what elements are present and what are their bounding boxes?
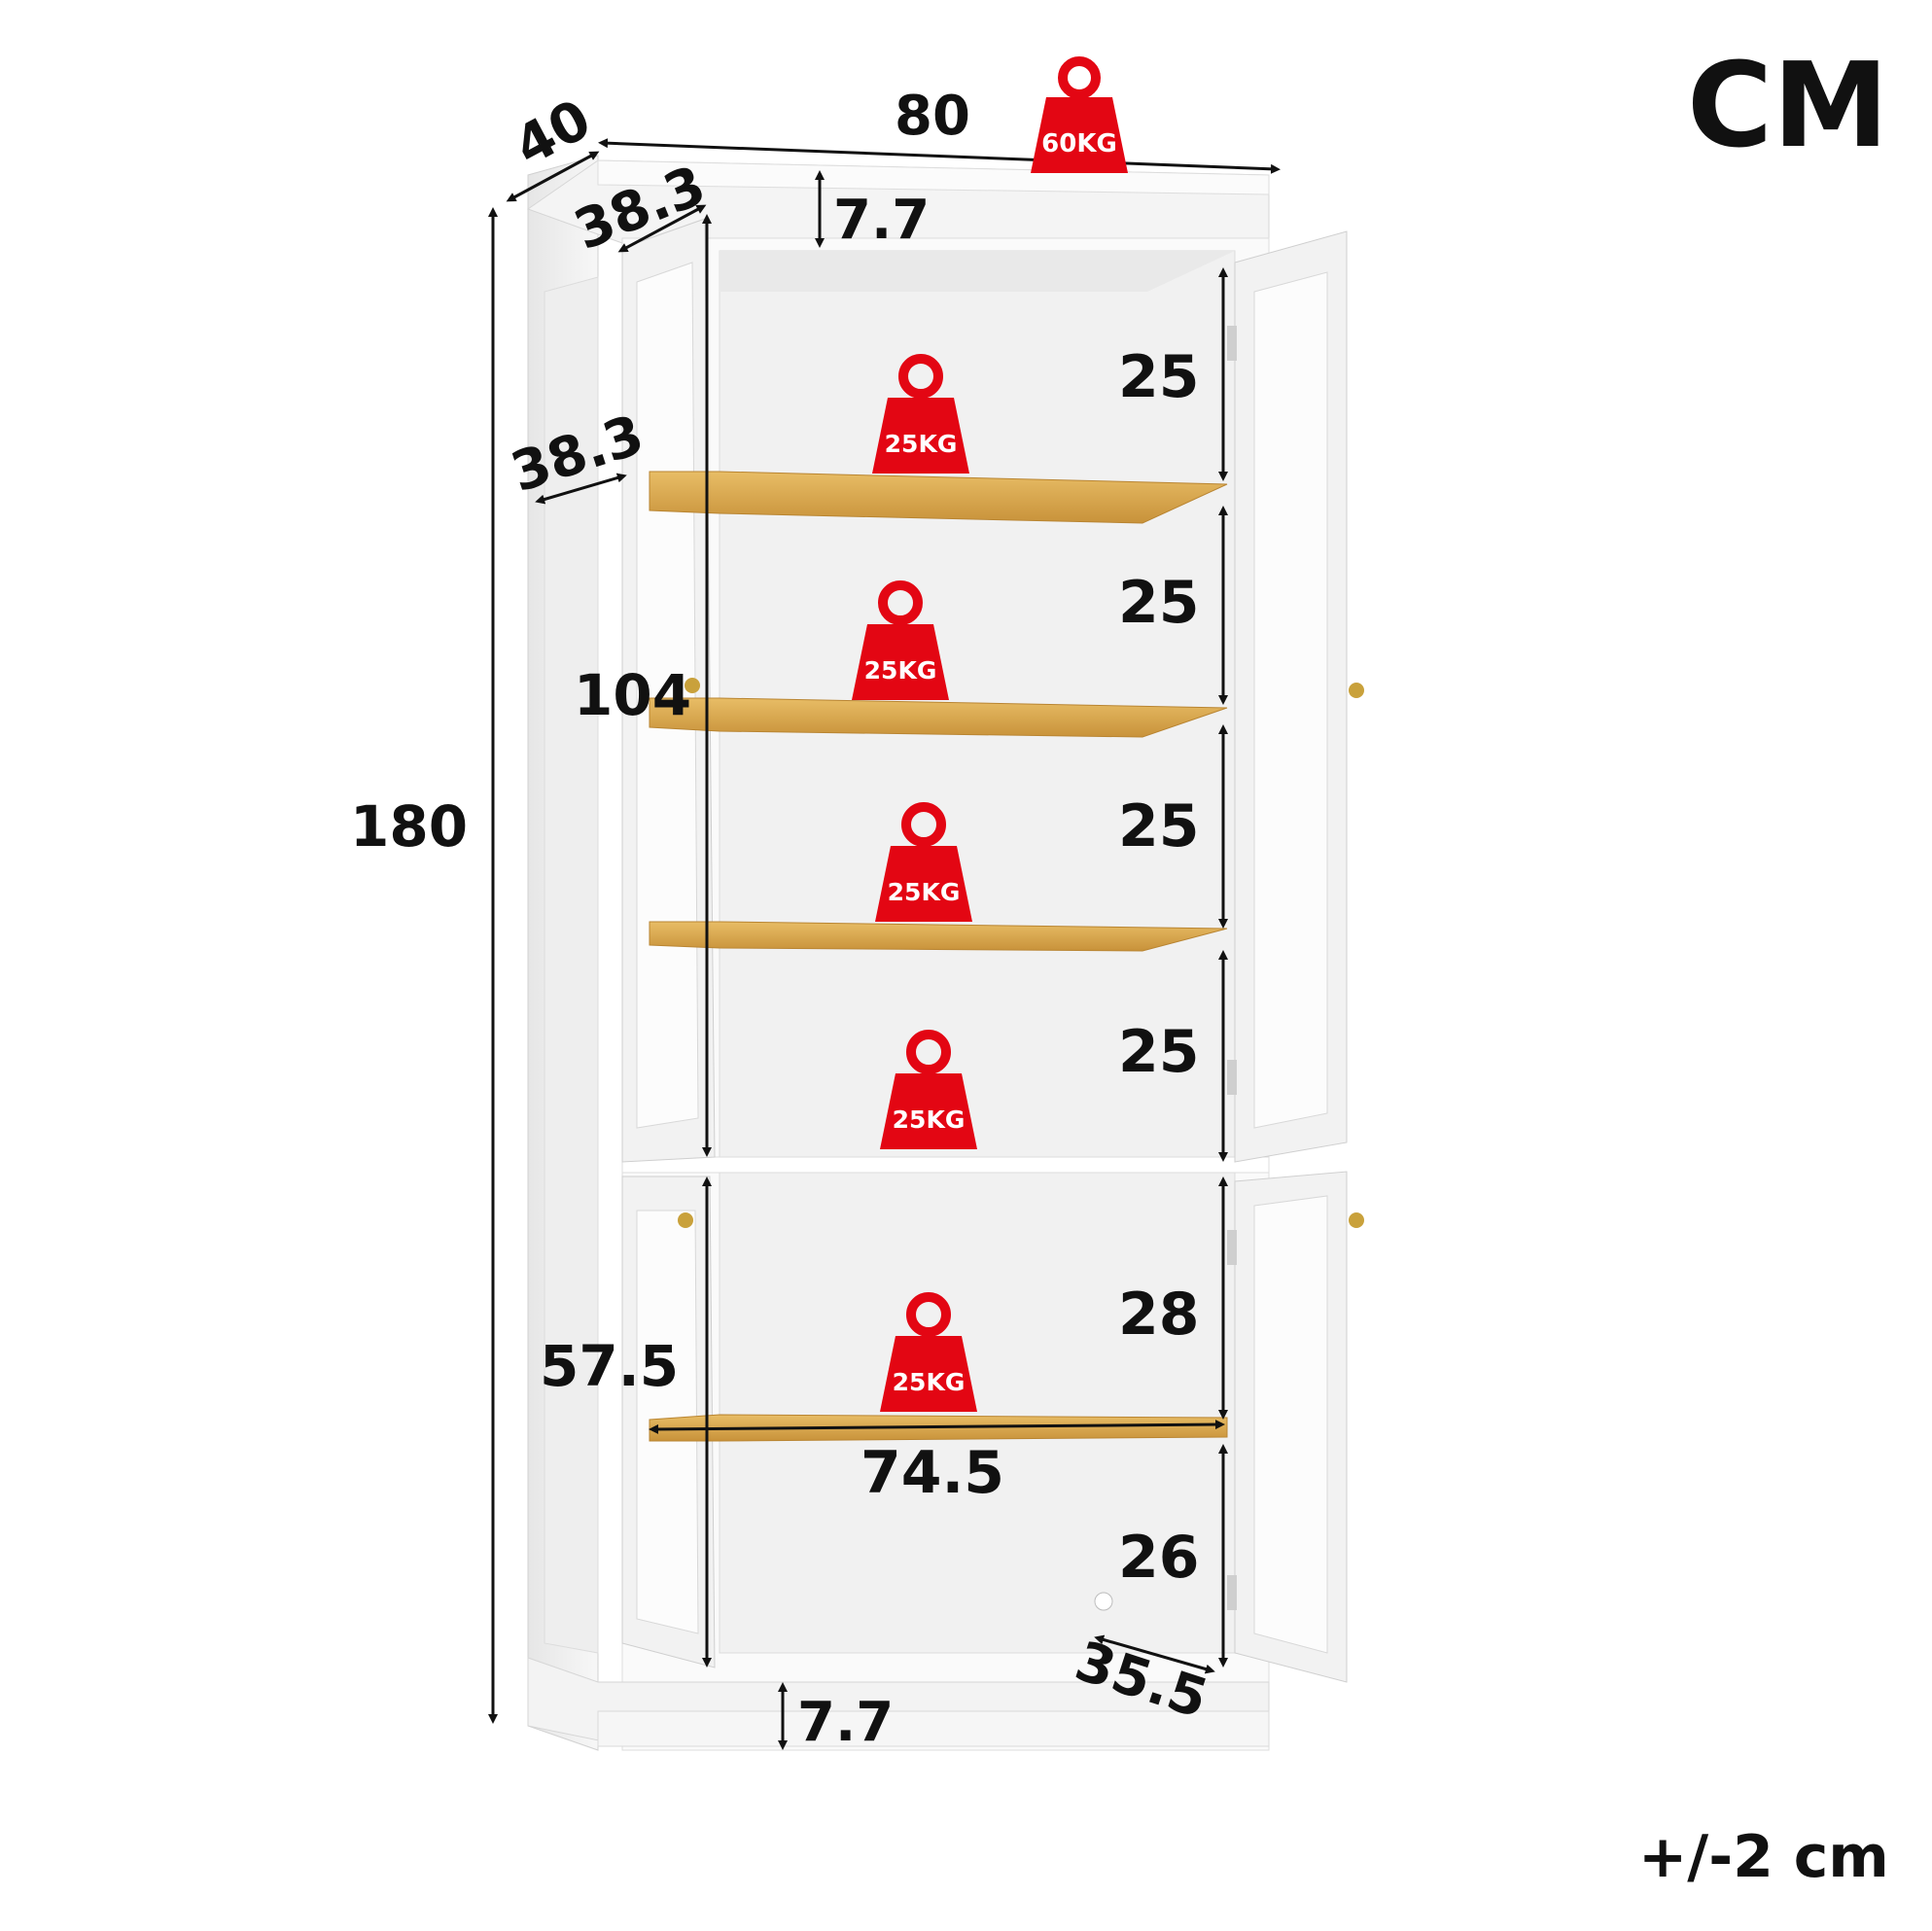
tolerance-label: +/-2 cm — [1638, 1823, 1889, 1891]
knob-icon — [1349, 683, 1364, 698]
dimension-lines — [488, 138, 1281, 1750]
shelf-spacing-2-label: 25 — [1118, 569, 1200, 637]
knob-icon — [685, 678, 700, 693]
shelf — [649, 697, 1228, 738]
shelf-spacing-1-label: 25 — [1118, 343, 1200, 411]
width-label: 80 — [895, 85, 970, 148]
weight-icon-shelf-4: 25KG — [880, 1030, 977, 1149]
lower-inner-height-label: 57.5 — [540, 1333, 679, 1399]
shelf-5-load-label: 25KG — [893, 1368, 966, 1396]
shelf-1-load-label: 25KG — [885, 430, 958, 458]
shelf-4-load-label: 25KG — [893, 1106, 966, 1134]
shelf — [649, 471, 1228, 524]
weight-icon-shelf-1: 25KG — [872, 354, 969, 474]
upper-inner-height-label: 104 — [574, 662, 691, 728]
cabinet — [526, 155, 1364, 1751]
weight-icon-shelf-2: 25KG — [852, 580, 949, 700]
unit-label: CM — [1687, 39, 1888, 174]
shelf-2-load-label: 25KG — [864, 656, 937, 685]
top-gap-label: 7.7 — [833, 189, 930, 252]
shelf-3-load-label: 25KG — [888, 878, 961, 906]
lower-spacing-top-label: 28 — [1118, 1281, 1200, 1349]
shelf-spacing-4-label: 25 — [1118, 1018, 1200, 1086]
weight-icon-shelf-3: 25KG — [875, 802, 972, 922]
shelf-width-label: 74.5 — [861, 1439, 1004, 1507]
knob-icon — [1349, 1212, 1364, 1228]
weight-icon-shelf-5: 25KG — [880, 1292, 977, 1412]
height-label: 180 — [350, 793, 468, 860]
shelf — [649, 921, 1228, 952]
lower-spacing-bottom-label: 26 — [1118, 1524, 1200, 1592]
shelf-spacing-3-label: 25 — [1118, 792, 1200, 860]
knob-icon — [678, 1212, 693, 1228]
top-load-label: 60KG — [1041, 129, 1117, 158]
bottom-gap-label: 7.7 — [797, 1691, 894, 1754]
weight-icon-top: 60KG — [1031, 56, 1128, 173]
